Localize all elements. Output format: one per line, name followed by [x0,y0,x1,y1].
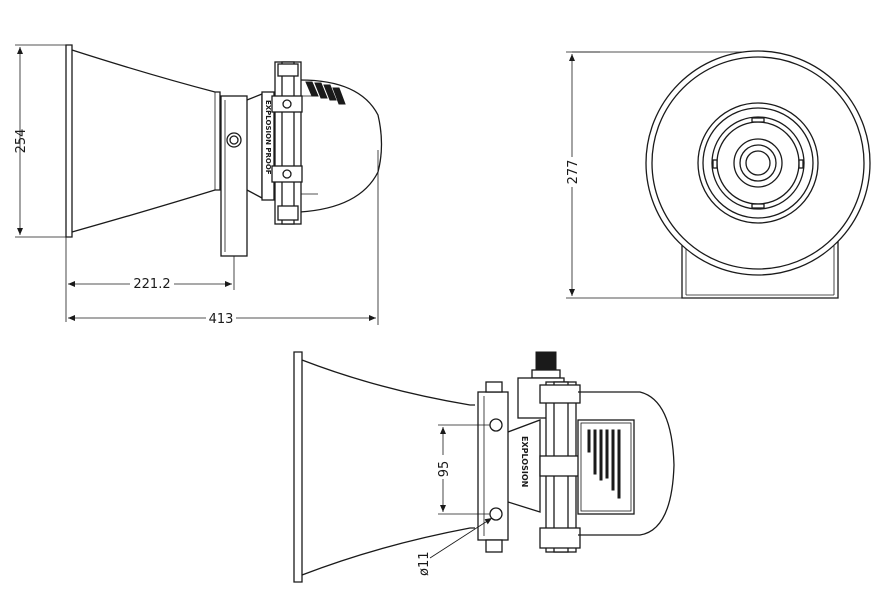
dim-label-height-front: 254 [14,129,29,154]
dimension-height-rear: 277 [565,51,682,299]
dimension-hole-spacing: 95 [436,424,490,515]
dimension-overall-length: 413 [68,150,379,327]
top-view: EXPLOSION [293,351,675,583]
svg-text:EXPLOSION: EXPLOSION [520,436,529,487]
nameplate-markings [587,429,621,499]
dim-label-overall-length: 413 [209,312,234,327]
dimension-mount-offset: 221.2 [65,237,235,322]
dim-label-height-rear: 277 [566,160,581,185]
dimension-hole-diameter: ø11 [417,517,493,577]
svg-text:EXPLOSION PROOF: EXPLOSION PROOF [264,100,272,175]
side-view: EXPLOSION PROOF [65,44,383,257]
front-view [572,50,871,299]
cooling-fins [305,81,346,105]
dim-label-hole-spacing: 95 [437,461,452,478]
dim-label-mount-offset: 221.2 [133,277,170,292]
dim-label-hole-diameter: ø11 [417,552,432,577]
dimension-height-front: 254 [14,44,66,238]
